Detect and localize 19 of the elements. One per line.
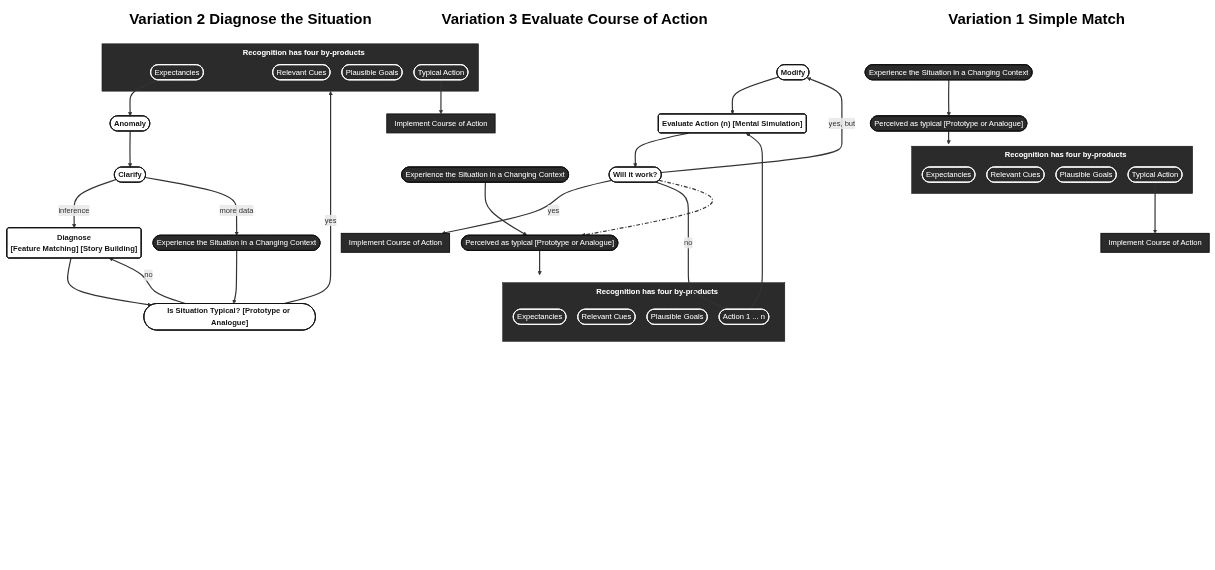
arrow (745, 132, 763, 310)
arrow (66, 257, 152, 307)
arrow (1152, 181, 1157, 234)
arrow (127, 130, 132, 168)
variation-heading: Variation 3 Evaluate Course of Action (441, 10, 708, 27)
arrow (946, 130, 951, 145)
arrow (654, 181, 727, 310)
arrow (127, 79, 159, 117)
variation-heading: Variation 2 Diagnose the Situation (129, 10, 372, 27)
arrow (946, 79, 951, 117)
arrow (484, 181, 527, 236)
arrow (231, 250, 237, 304)
arrow (580, 179, 713, 237)
arrow (537, 249, 542, 276)
arrow (660, 77, 842, 174)
variation-heading: Variation 1 Simple Match (948, 10, 1126, 27)
arrow (144, 176, 239, 236)
arrow (729, 76, 779, 115)
arrow (441, 179, 612, 235)
